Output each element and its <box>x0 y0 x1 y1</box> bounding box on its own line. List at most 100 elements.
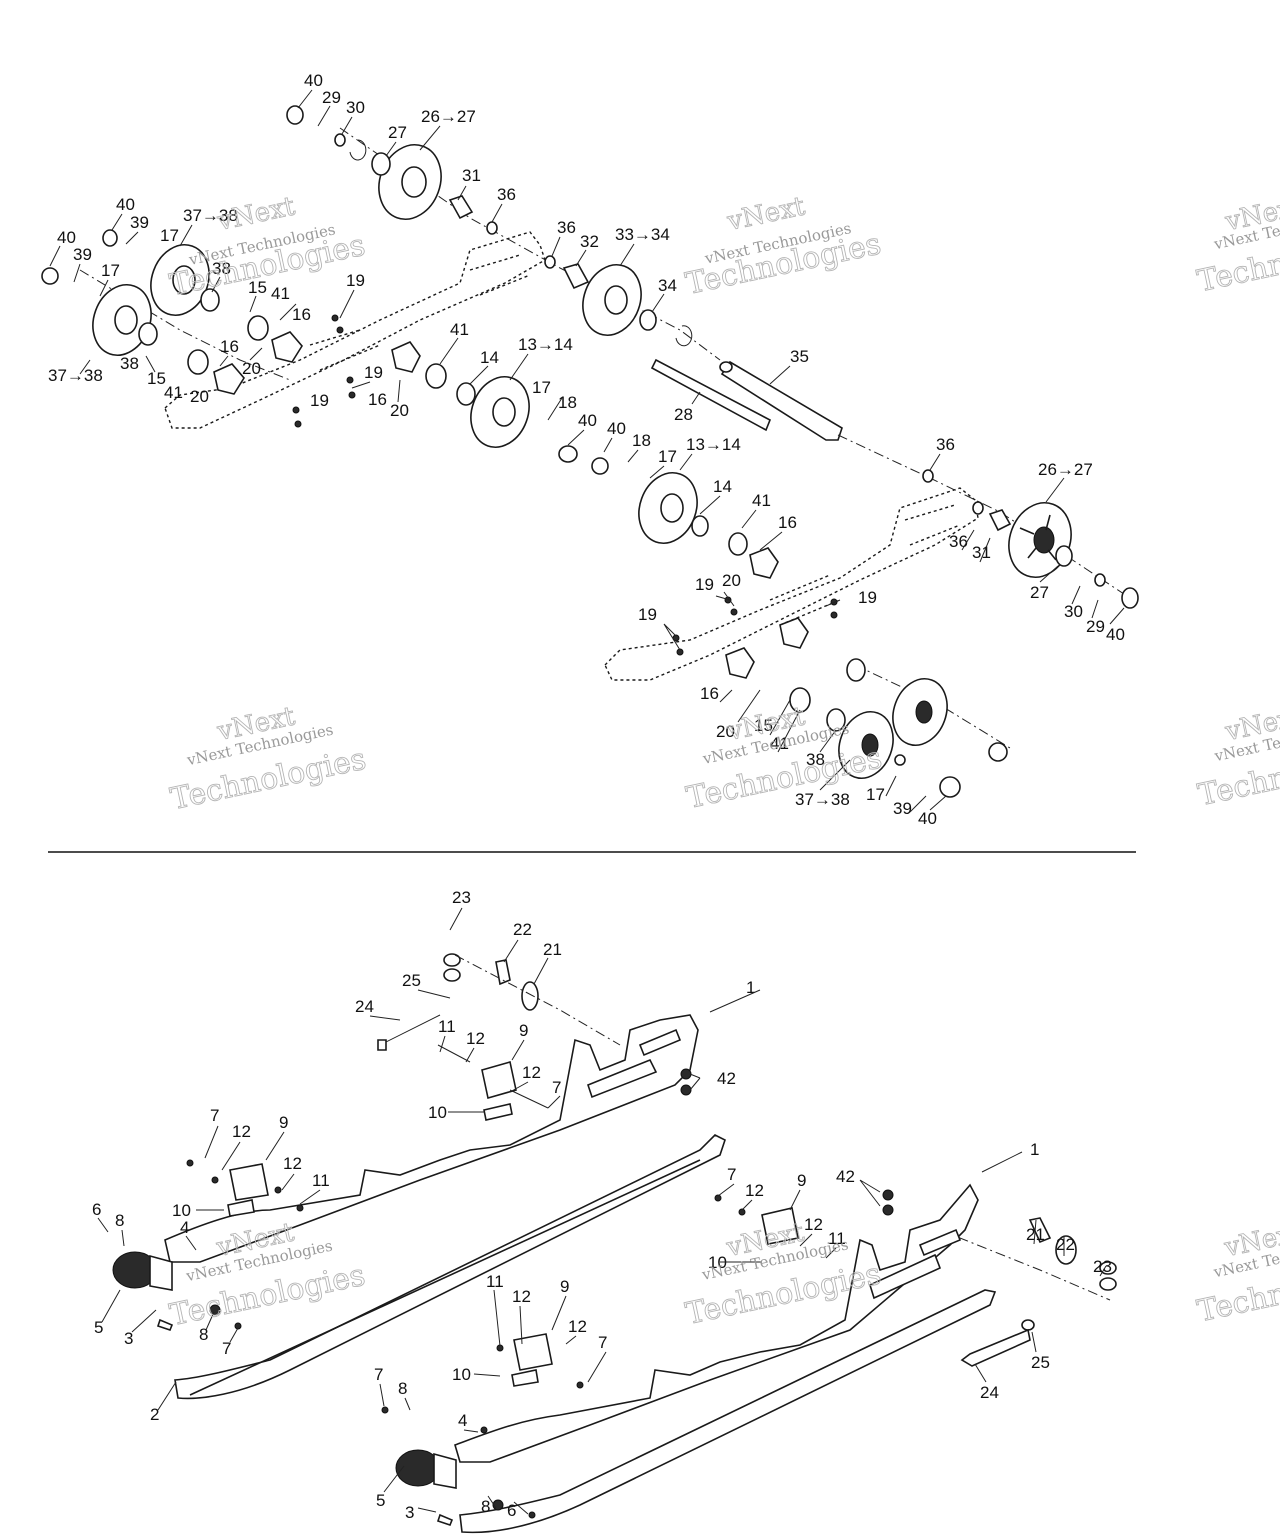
callout: 4 <box>458 1411 467 1430</box>
right-frame-rail <box>604 487 979 681</box>
callout: 35 <box>790 347 809 366</box>
leader-lines <box>49 89 1125 1515</box>
callout: 12 <box>568 1317 587 1336</box>
wheel-37-right <box>892 678 948 746</box>
callout: 6 <box>507 1501 516 1520</box>
callout: 16 <box>292 305 311 324</box>
callout: 37→38 <box>183 206 238 225</box>
callout: 20 <box>390 401 409 420</box>
callout: 14 <box>713 477 732 496</box>
left-frame-rail <box>164 231 546 429</box>
callout: 11 <box>486 1272 504 1291</box>
callout: 7 <box>210 1106 219 1125</box>
upper-assembly <box>41 105 1139 798</box>
callout: 17 <box>658 447 677 466</box>
callout: 1 <box>1030 1140 1039 1159</box>
callout: 16 <box>700 684 719 703</box>
callout: 13→14 <box>686 435 741 454</box>
callout: 12 <box>283 1154 302 1173</box>
callout: 29 <box>322 88 341 107</box>
callout: 24 <box>980 1383 999 1402</box>
callout: 36 <box>936 435 955 454</box>
callout: 11 <box>312 1171 330 1190</box>
callout: 17 <box>101 261 120 280</box>
callout: 17 <box>532 378 551 397</box>
callout: 40 <box>116 195 135 214</box>
callout: 19 <box>858 588 877 607</box>
wheel-37-left-2 <box>92 284 152 356</box>
callout: 12 <box>232 1122 251 1141</box>
callout: 25 <box>402 971 421 990</box>
wheel-26-right <box>1008 502 1072 578</box>
callout: 10 <box>452 1365 471 1384</box>
wheel-37-right-2 <box>838 711 894 779</box>
callout: 20 <box>190 387 209 406</box>
callout: 17 <box>160 226 179 245</box>
callout: 36 <box>557 218 576 237</box>
slide-2-upper <box>189 1159 701 1396</box>
callout: 11 <box>438 1017 456 1036</box>
callout-labels: 40 29 30 27 26→27 31 36 36 32 33→34 34 3… <box>48 71 1125 1522</box>
callout: 36 <box>949 532 968 551</box>
callout: 40 <box>304 71 323 90</box>
callout: 3 <box>124 1329 133 1348</box>
bearings-and-rings <box>41 105 1139 798</box>
callout: 8 <box>481 1497 490 1516</box>
callout: 21 <box>1026 1225 1045 1244</box>
callout: 9 <box>560 1277 569 1296</box>
callout: 16 <box>220 337 239 356</box>
callout: 16 <box>368 390 387 409</box>
ski-frame-1-upper <box>164 1014 699 1263</box>
callout: 30 <box>1064 602 1083 621</box>
callout: 19 <box>310 391 329 410</box>
callout: 40 <box>607 419 626 438</box>
callout: 1 <box>746 978 755 997</box>
callout: 26→27 <box>1038 460 1093 479</box>
callout: 41 <box>770 734 789 753</box>
wheel-33 <box>582 264 642 336</box>
callout: 36 <box>497 185 516 204</box>
callout: 23 <box>1093 1257 1112 1276</box>
lower-assembly <box>112 953 1117 1534</box>
callout: 11 <box>828 1229 846 1248</box>
callout: 18 <box>558 393 577 412</box>
bumper-5-upper <box>112 1251 173 1291</box>
callout: 32 <box>580 232 599 251</box>
callout: 40 <box>918 809 937 828</box>
callout: 9 <box>279 1113 288 1132</box>
callout: 21 <box>543 940 562 959</box>
callout: 41 <box>164 383 183 402</box>
callout: 10 <box>708 1253 727 1272</box>
watermarks: vNext vNext Technologies Technologies vN… <box>166 191 1280 1334</box>
callout: 16 <box>778 513 797 532</box>
callout: 34 <box>658 276 677 295</box>
bumper-5-lower <box>395 1449 457 1489</box>
callout: 19 <box>638 605 657 624</box>
callout: 20 <box>242 359 261 378</box>
callout: 40 <box>578 411 597 430</box>
callout: 29 <box>1086 617 1105 636</box>
wheel-13-left <box>470 376 530 448</box>
callout: 9 <box>797 1171 806 1190</box>
shaft-28 <box>650 358 772 432</box>
bolts-19 <box>292 314 838 656</box>
callout: 15 <box>147 369 166 388</box>
callout: 2 <box>150 1405 159 1424</box>
callout: 37→38 <box>48 366 103 385</box>
callout: 27 <box>388 123 407 142</box>
callout: 20 <box>722 571 741 590</box>
callout: 39 <box>893 799 912 818</box>
callout: 14 <box>480 348 499 367</box>
callout: 26→27 <box>421 107 476 126</box>
callout: 18 <box>632 431 651 450</box>
callout: 30 <box>346 98 365 117</box>
callout: 7 <box>727 1165 736 1184</box>
callout: 15 <box>248 278 267 297</box>
callout: 7 <box>374 1365 383 1384</box>
callout: 5 <box>94 1318 103 1337</box>
callout: 6 <box>92 1200 101 1219</box>
wheel-26 <box>378 144 442 220</box>
callout: 10 <box>428 1103 447 1122</box>
shock-mounts <box>213 331 809 679</box>
